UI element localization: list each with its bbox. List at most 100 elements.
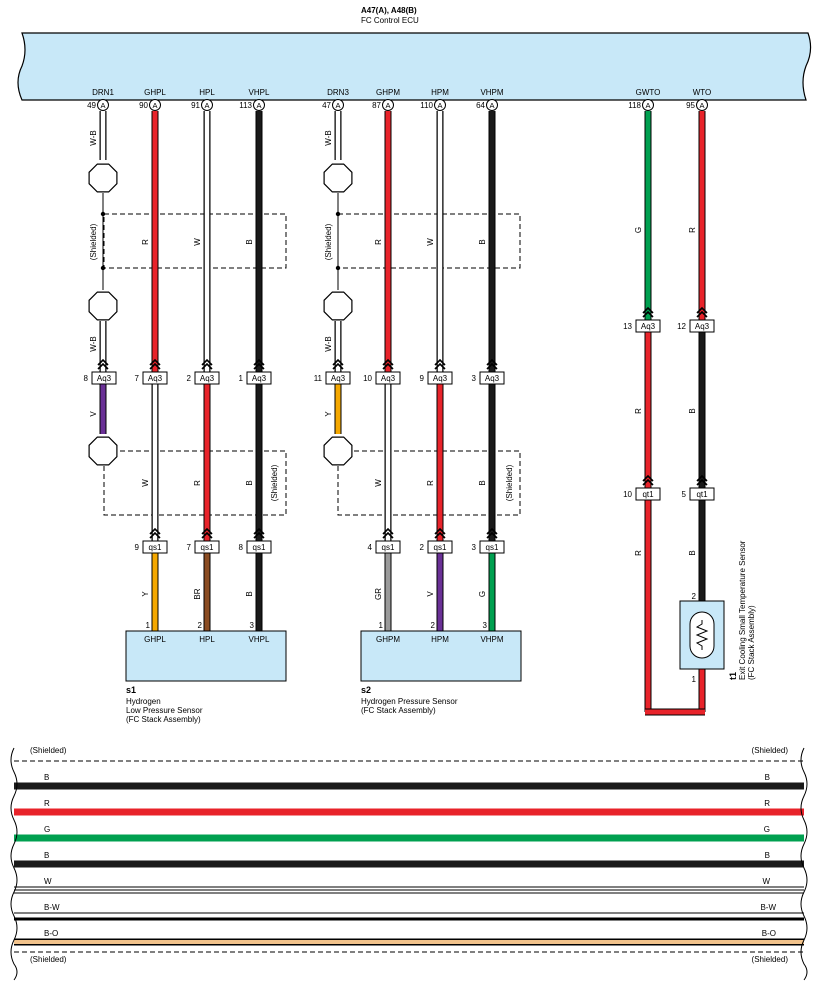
splice-dot bbox=[100, 265, 106, 271]
svg-text:5: 5 bbox=[682, 490, 687, 499]
wire-color-label: G bbox=[478, 591, 487, 597]
wire-color-label: W-B bbox=[324, 336, 333, 351]
svg-text:1: 1 bbox=[239, 374, 244, 383]
wire-color-label: R bbox=[193, 480, 202, 486]
wire-color-label: W bbox=[193, 238, 202, 246]
svg-text:qs1: qs1 bbox=[382, 543, 395, 552]
ecu-pin-name: DRN3 bbox=[327, 88, 349, 97]
sensor-terminal: HPM bbox=[431, 635, 449, 644]
junction-octagon-icon bbox=[323, 291, 353, 321]
shielded-label: (Shielded) bbox=[505, 464, 514, 501]
sensor-terminal: GHPL bbox=[144, 635, 166, 644]
ecu-pin-number: 91 bbox=[191, 101, 200, 110]
connector-chevron-icon bbox=[486, 358, 498, 366]
connector-chevron-icon bbox=[486, 531, 498, 539]
connector-chevron-icon bbox=[149, 362, 161, 370]
legend-label-left: G bbox=[44, 825, 50, 834]
ecu-pin-number: 118 bbox=[628, 101, 641, 110]
svg-text:8: 8 bbox=[84, 374, 89, 383]
sensor-desc: Exit Cooling Small Temperature Sensor bbox=[738, 540, 747, 680]
svg-text:Aq3: Aq3 bbox=[433, 374, 448, 383]
svg-text:Aq3: Aq3 bbox=[695, 322, 710, 331]
svg-text:A: A bbox=[437, 101, 442, 110]
connector-chevron-icon bbox=[253, 527, 265, 535]
sensor-pin: 2 bbox=[198, 621, 203, 630]
parts bbox=[88, 163, 708, 539]
sensor-wire-labels: Y BR B GR V G R B bbox=[141, 550, 697, 600]
wire-color-label: B bbox=[478, 480, 487, 485]
legend-label-right: R bbox=[764, 799, 770, 808]
svg-text:qs1: qs1 bbox=[434, 543, 447, 552]
legend-label-right: B bbox=[765, 851, 770, 860]
wire-color-label: W-B bbox=[89, 336, 98, 351]
connector-chevron-icon bbox=[696, 310, 708, 318]
svg-text:Aq3: Aq3 bbox=[148, 374, 163, 383]
connector-chevron-icon bbox=[434, 358, 446, 366]
ecu-pin-name: VHPL bbox=[249, 88, 270, 97]
svg-text:3: 3 bbox=[472, 374, 477, 383]
shield-box bbox=[103, 213, 287, 269]
wire-color-label: B bbox=[688, 408, 697, 413]
splice-dot bbox=[335, 265, 341, 271]
svg-text:2: 2 bbox=[420, 543, 425, 552]
ecu-name: FC Control ECU bbox=[361, 16, 419, 25]
ecu-pin-name: GHPM bbox=[376, 88, 400, 97]
legend-label-right: B-W bbox=[760, 903, 776, 912]
shielded-label: (Shielded) bbox=[324, 223, 333, 260]
connector-chevron-icon bbox=[201, 531, 213, 539]
ecu-pin-number: 64 bbox=[476, 101, 485, 110]
ecu-pin-number: 110 bbox=[420, 101, 433, 110]
wire-color-label: W-B bbox=[324, 130, 333, 145]
sensor-code: s2 bbox=[361, 685, 371, 695]
wire-color-label: W bbox=[426, 238, 435, 246]
connector-chevron-icon bbox=[332, 362, 344, 370]
legend-label-right: W bbox=[762, 877, 770, 886]
ecu-pin-circle: A bbox=[332, 99, 344, 111]
legend-shielded-bottom-right: (Shielded) bbox=[752, 955, 789, 964]
break-line bbox=[800, 747, 808, 981]
legend-label-right: G bbox=[764, 825, 770, 834]
legend-label-left: B-O bbox=[44, 929, 58, 938]
wire-color-label: BR bbox=[193, 588, 202, 599]
svg-text:Aq3: Aq3 bbox=[331, 374, 346, 383]
svg-text:Aq3: Aq3 bbox=[200, 374, 215, 383]
connector-chevron-icon bbox=[382, 358, 394, 366]
wire-color-label: GR bbox=[374, 588, 383, 600]
ecu-pin-circle: A bbox=[642, 99, 654, 111]
wire-color-label: R bbox=[634, 550, 643, 556]
ecu-pin-circle: A bbox=[434, 99, 446, 111]
wire-color-label: R bbox=[634, 408, 643, 414]
sensor-s1: 1 2 3 GHPL HPL VHPL s1 Hydrogen Low Pres… bbox=[125, 621, 287, 724]
legend-shielded-bottom-left: (Shielded) bbox=[30, 955, 67, 964]
shield-box bbox=[103, 450, 287, 516]
sensor-pin: 1 bbox=[379, 621, 384, 630]
ecu-pin-name: HPM bbox=[431, 88, 449, 97]
wire-color-label: R bbox=[688, 227, 697, 233]
connector-qs1: qs1 2 bbox=[420, 540, 453, 554]
connector-chevron-icon bbox=[486, 362, 498, 370]
svg-text:2: 2 bbox=[187, 374, 192, 383]
legend-label-left: R bbox=[44, 799, 50, 808]
connector-chevron-icon bbox=[149, 531, 161, 539]
sensor-code: s1 bbox=[126, 685, 136, 695]
svg-text:8: 8 bbox=[239, 543, 244, 552]
connector-chevron-icon bbox=[382, 362, 394, 370]
legend-label-left: W bbox=[44, 877, 52, 886]
sensor-s2: 1 2 3 GHPM HPM VHPM s2 Hydrogen Pressure… bbox=[360, 621, 522, 715]
connector-chevron-icon bbox=[696, 306, 708, 314]
svg-text:qs1: qs1 bbox=[201, 543, 214, 552]
shield-boxes bbox=[103, 213, 521, 516]
sensor-pin: 3 bbox=[250, 621, 255, 630]
ecu-pin-number: 49 bbox=[87, 101, 96, 110]
ecu-pin-circle: A bbox=[696, 99, 708, 111]
connector-chevron-icon bbox=[97, 362, 109, 370]
svg-text:Aq3: Aq3 bbox=[97, 374, 112, 383]
wire-color-label: B bbox=[245, 591, 254, 596]
